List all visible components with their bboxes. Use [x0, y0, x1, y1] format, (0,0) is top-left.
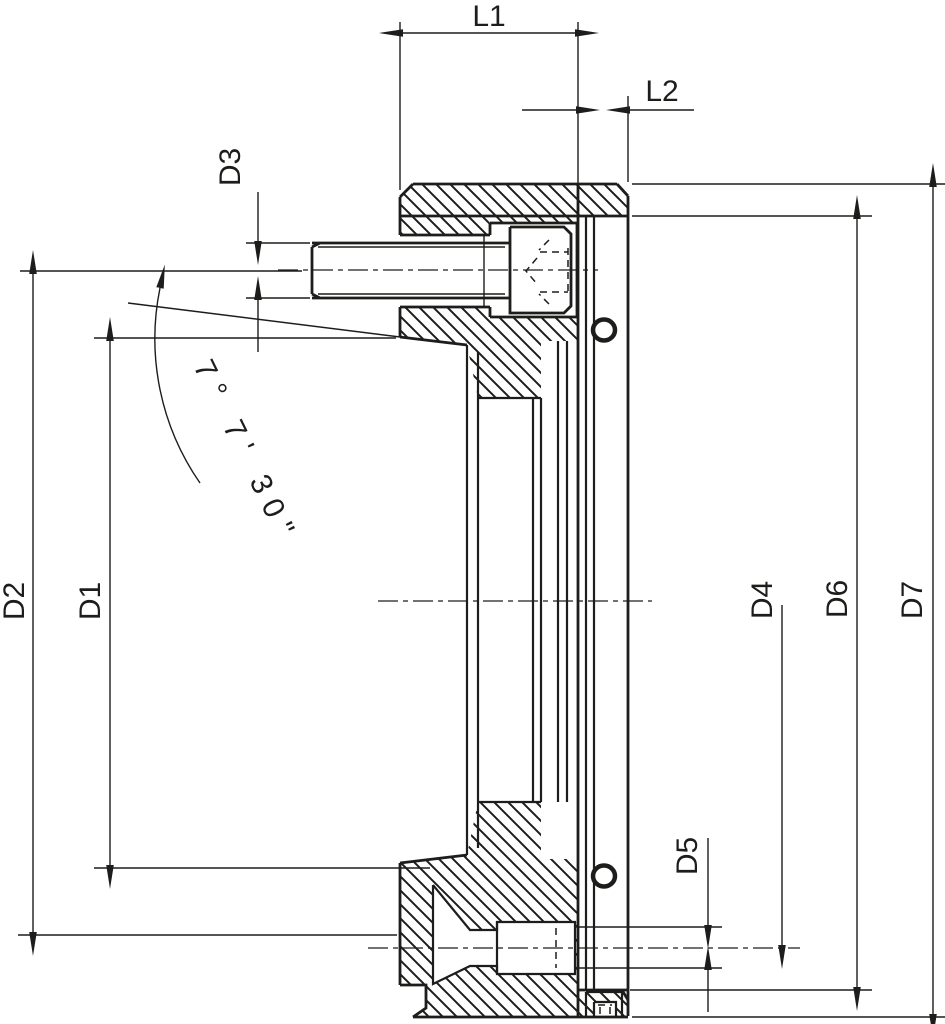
- mount-screw-bottom: [368, 884, 800, 986]
- dim-label-D2: D2: [0, 582, 31, 620]
- draw-bolt-top: [278, 221, 598, 319]
- taper-reference-line: [127, 302, 401, 338]
- locating-ball-bottom: [590, 863, 618, 889]
- dim-label-D4: D4: [746, 581, 779, 619]
- dimension-labels: L1 L2 D3 D2 D1 D4 D5 D6 D7 7° 7' 30": [0, 0, 929, 875]
- dim-label-D1: D1: [74, 582, 107, 620]
- bore-edges: [465, 341, 569, 855]
- dim-label-L2: L2: [645, 75, 678, 108]
- locating-ball-top: [590, 317, 618, 343]
- part-outline: [398, 182, 630, 1019]
- dim-label-D3: D3: [214, 148, 247, 186]
- dim-label-D6: D6: [821, 580, 854, 618]
- dim-label-D7: D7: [896, 581, 929, 619]
- dimension-lines: [29, 29, 937, 1024]
- set-screw-bottom: [584, 990, 624, 1017]
- dim-label-D5: D5: [671, 837, 704, 875]
- angle-arc: [154, 264, 201, 484]
- hex-socket-hidden-lines: [525, 239, 569, 305]
- dim-label-taper-angle: 7° 7' 30": [187, 355, 305, 551]
- dim-label-L1: L1: [472, 0, 505, 33]
